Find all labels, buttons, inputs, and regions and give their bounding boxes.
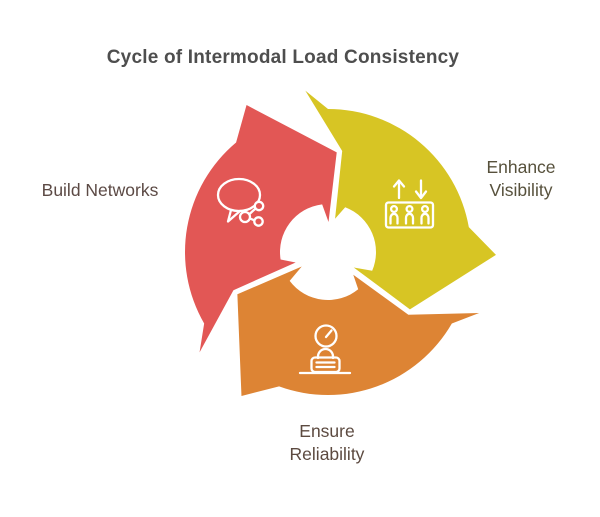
cycle-segment-build-networks (185, 105, 337, 353)
segments-layer (185, 90, 496, 396)
segment-label-line: Reliability (289, 444, 365, 464)
segment-label-build-networks: Build Networks (10, 179, 190, 202)
segment-label-line: Enhance (486, 157, 556, 177)
cycle-segment-enhance-visibility (305, 90, 496, 310)
segment-label-line: Ensure (299, 421, 355, 441)
cycle-segment-ensure-reliability (237, 266, 480, 396)
segment-label-line: Build Networks (41, 180, 159, 200)
segment-label-line: Visibility (489, 180, 553, 200)
segment-label-ensure-reliability: Ensure Reliability (247, 420, 407, 466)
diagram-title: Cycle of Intermodal Load Consistency (106, 47, 460, 68)
speech-bubble-share-icon (216, 177, 265, 227)
clock-worker-icon (298, 324, 352, 375)
segment-label-enhance-visibility: Enhance Visibility (461, 156, 581, 202)
elevator-people-icon (384, 179, 435, 229)
